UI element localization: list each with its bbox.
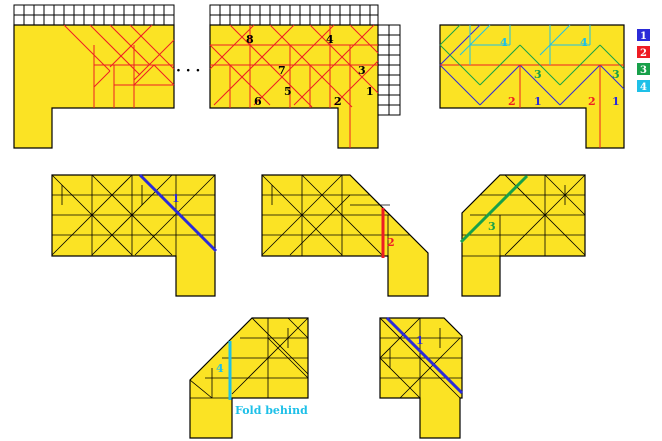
step-1-folds <box>51 174 216 256</box>
step-1-fold-line <box>138 173 218 253</box>
sequence-label: 1 <box>366 85 374 98</box>
panel-c-red-creases <box>440 64 624 148</box>
panel-b-sequence-labels: 8 4 7 3 5 1 6 2 <box>246 33 374 108</box>
panel-b: 8 4 7 3 5 1 6 2 <box>209 4 401 149</box>
panel-b-side-grid <box>377 24 401 116</box>
step-2-folds <box>261 174 410 296</box>
sequence-label: 3 <box>358 64 366 77</box>
legend-swatch <box>637 63 650 75</box>
crease-label: 1 <box>534 95 542 108</box>
legend-swatch <box>637 80 650 92</box>
step-5-fold-line <box>385 316 464 395</box>
sequence-label: 8 <box>246 33 254 46</box>
sequence-label: 6 <box>254 95 262 108</box>
step-3-panel: 3 <box>459 174 586 297</box>
sequence-label: 2 <box>334 95 342 108</box>
step-1-panel: 1 <box>51 173 218 297</box>
panel-c-blue-creases <box>439 24 625 106</box>
panel-b-paper <box>209 24 379 149</box>
sequence-label: 4 <box>326 33 334 46</box>
legend-label: 1 <box>640 31 647 42</box>
step-4-panel: 4 Fold behind <box>189 317 309 439</box>
step-1-label: 1 <box>172 192 180 205</box>
panel-a-red-creases <box>63 24 175 108</box>
step-5-panel: 1 <box>379 316 464 439</box>
crease-label: 2 <box>508 95 516 108</box>
sequence-label: 5 <box>284 85 292 98</box>
legend-label: 3 <box>640 65 647 76</box>
step-2-label: 2 <box>387 236 395 249</box>
step-1-paper <box>51 174 216 297</box>
panel-a-top-grid <box>13 4 175 26</box>
panel-c: 4 4 3 3 2 1 2 1 <box>439 24 625 149</box>
crease-label: 3 <box>612 68 620 81</box>
ellipsis: · · · <box>176 63 200 79</box>
legend-label: 2 <box>640 48 647 59</box>
step-2-paper <box>261 174 429 297</box>
step-4-folds <box>189 317 309 399</box>
legend-swatch <box>637 46 650 58</box>
step-5-label: 1 <box>416 334 424 347</box>
fold-behind-caption: Fold behind <box>235 404 308 417</box>
sequence-label: 7 <box>278 64 286 77</box>
panel-c-labels: 4 4 3 3 2 1 2 1 <box>500 36 620 108</box>
panel-c-green-creases <box>439 24 625 86</box>
panel-c-paper <box>439 24 625 149</box>
panel-b-top-grid <box>209 4 379 26</box>
panel-b-red-creases <box>209 24 379 148</box>
crease-label: 1 <box>612 95 620 108</box>
panel-a <box>13 4 175 149</box>
step-3-fold-line <box>459 174 529 244</box>
crease-label: 4 <box>580 36 588 49</box>
color-legend: 1 2 3 4 <box>637 29 650 93</box>
step-5-folds <box>379 317 462 399</box>
crease-label: 2 <box>588 95 596 108</box>
crease-label: 4 <box>500 36 508 49</box>
legend-label: 4 <box>640 82 647 93</box>
crease-label: 3 <box>534 68 542 81</box>
step-4-label: 4 <box>216 362 224 375</box>
panel-c-cyan-creases <box>459 24 591 65</box>
legend-swatch <box>637 29 650 41</box>
step-2-panel: 2 <box>261 174 429 297</box>
step-3-label: 3 <box>488 220 496 233</box>
